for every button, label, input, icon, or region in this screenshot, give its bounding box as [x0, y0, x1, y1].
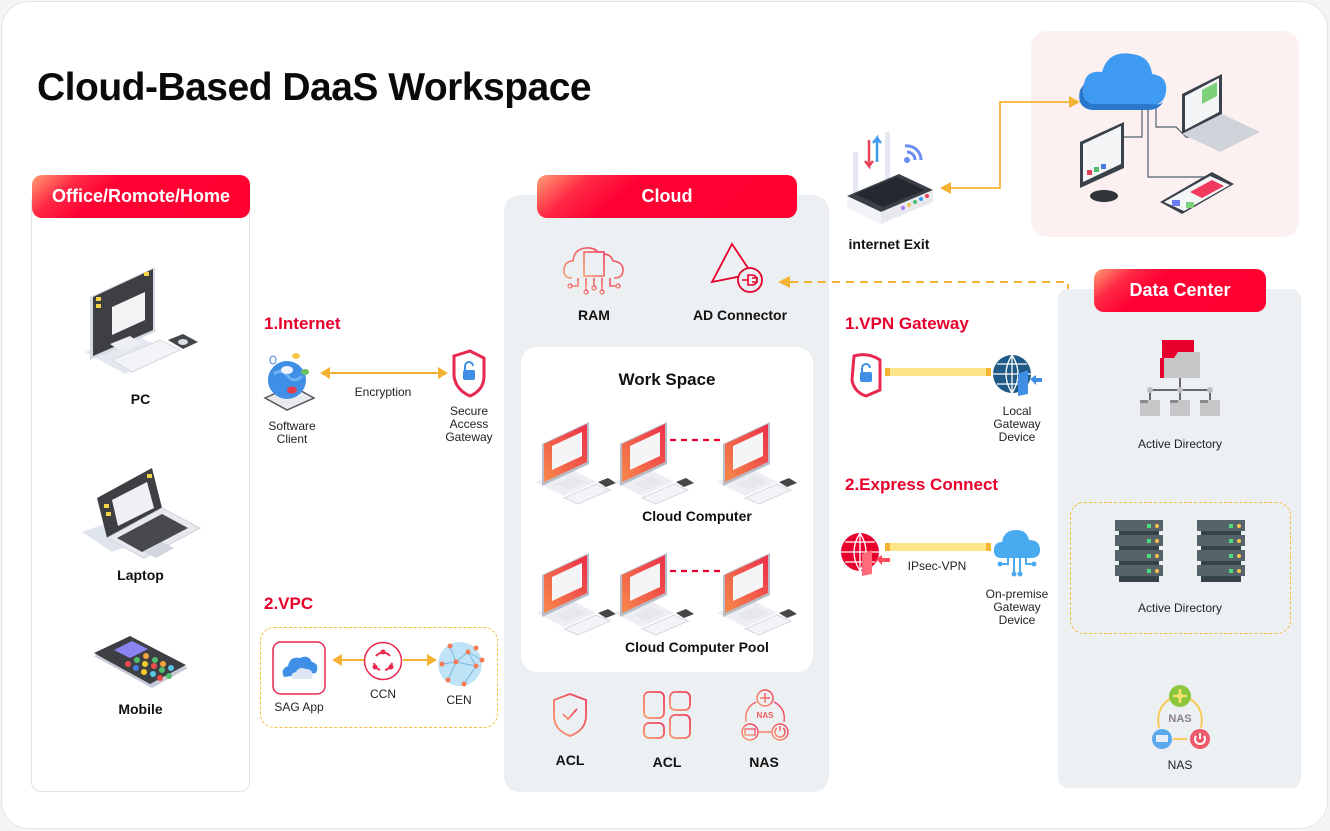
- server-rack-icon: [1115, 520, 1163, 582]
- local-gateway-label-line1: Local: [1002, 404, 1032, 418]
- mobile-phone-icon: [94, 636, 188, 688]
- ccn-label: CCN: [370, 687, 396, 701]
- cloud-computer-icon: [614, 422, 694, 505]
- nas-icon: NAS: [741, 689, 789, 741]
- cloud-computer-icon: [717, 422, 797, 505]
- on-premise-gateway-label: On-premise Gateway Device: [972, 588, 1062, 627]
- ram-label: RAM: [578, 307, 610, 323]
- secure-gateway-label-line1: Secure: [449, 404, 489, 418]
- internet-heading: 1.Internet: [264, 314, 341, 333]
- on-premise-gateway-label-line3: Device: [998, 613, 1036, 627]
- shield-check-icon: [553, 693, 587, 737]
- local-gateway-label-line2: Gateway: [993, 417, 1041, 431]
- office-header: Office/Romote/Home: [32, 175, 250, 218]
- servers-active-directory-label: Active Directory: [1137, 601, 1223, 615]
- software-client-label: Software Client: [252, 420, 332, 446]
- software-client-label-line2: Client: [276, 432, 308, 446]
- laptop-icon: [82, 468, 202, 559]
- servers-dashed-group: [1070, 502, 1291, 634]
- ipsec-vpn-label: IPsec-VPN: [907, 559, 967, 573]
- datacenter-header: Data Center: [1094, 269, 1266, 312]
- pool-computer-icon: [536, 553, 616, 636]
- encryption-arrow: [320, 367, 448, 379]
- acl-label-1: ACL: [555, 752, 585, 768]
- software-client-label-line1: Software: [268, 419, 316, 433]
- ccn-icon: [363, 641, 403, 681]
- vpn-link-bar: [885, 368, 991, 376]
- router-icon: [847, 132, 933, 224]
- cloud-computer-label: Cloud Computer: [642, 508, 752, 524]
- express-globe-door-icon: [841, 532, 890, 576]
- vpc-arrow-right: [403, 654, 437, 666]
- secure-gateway-label: Secure Access Gateway: [430, 405, 508, 444]
- internet-exit-label: internet Exit: [848, 236, 930, 252]
- pool-computer-icon: [717, 553, 797, 636]
- local-gateway-label-line3: Device: [998, 430, 1036, 444]
- local-gateway-globe-icon: [993, 354, 1042, 396]
- device-label-laptop: Laptop: [117, 567, 164, 583]
- device-label-mobile: Mobile: [118, 701, 163, 717]
- nas-badge-text: NAS: [1168, 713, 1191, 725]
- ad-connector-label: AD Connector: [692, 307, 788, 323]
- secure-gateway-label-line2: Access: [449, 417, 489, 431]
- server-rack-icon: [1197, 520, 1245, 582]
- express-link-bar: [885, 543, 991, 551]
- express-heading: 2.Express Connect: [845, 475, 999, 494]
- ram-cloud-icon: [563, 247, 624, 295]
- datacenter-nas-label: NAS: [1167, 758, 1193, 772]
- vpc-heading: 2.VPC: [264, 594, 314, 613]
- on-premise-gateway-label-line1: On-premise: [985, 587, 1049, 601]
- ellipsis-dash-line: [670, 569, 720, 573]
- cloud-computer-icon: [536, 422, 616, 505]
- nas-icon-text: NAS: [757, 711, 775, 720]
- nas-label: NAS: [749, 754, 779, 770]
- cen-label: CEN: [446, 693, 472, 707]
- active-directory-label: Active Directory: [1137, 437, 1223, 451]
- encryption-label: Encryption: [354, 385, 412, 399]
- cloud-computer-pool-label: Cloud Computer Pool: [625, 639, 769, 655]
- desktop-pc-icon: [85, 267, 198, 374]
- acl-label-2: ACL: [652, 754, 682, 770]
- internet-exit-connector-arrow: [940, 96, 1080, 194]
- vpc-dashed-group: [260, 627, 498, 728]
- workspace-title: Work Space: [618, 370, 716, 389]
- vpn-heading: 1.VPN Gateway: [845, 314, 969, 333]
- local-gateway-label: Local Gateway Device: [980, 405, 1054, 444]
- ad-connector-icon: [710, 242, 763, 293]
- sag-app-label: SAG App: [274, 700, 324, 714]
- software-client-icon: [263, 353, 316, 411]
- pool-computer-icon: [614, 553, 694, 636]
- cloud-header: Cloud: [537, 175, 797, 218]
- cen-globe-icon: [438, 642, 485, 687]
- grid-icon: [643, 691, 691, 739]
- on-premise-gateway-label-line2: Gateway: [993, 600, 1041, 614]
- vpn-shield-icon: [850, 353, 882, 398]
- on-premise-cloud-icon: [993, 530, 1040, 577]
- nas-colored-icon: NAS: [1152, 685, 1210, 749]
- vpc-arrow-left: [332, 654, 364, 666]
- page-title: Cloud-Based DaaS Workspace: [37, 66, 592, 109]
- sag-cloud-icon: [272, 641, 326, 695]
- ellipsis-dash-line: [670, 438, 720, 442]
- device-label-pc: PC: [130, 391, 151, 407]
- active-directory-tree-icon: [1140, 340, 1220, 416]
- secure-gateway-label-line3: Gateway: [445, 430, 493, 444]
- cloud-devices-illustration: [1079, 53, 1260, 214]
- secure-gateway-shield-icon: [452, 349, 486, 398]
